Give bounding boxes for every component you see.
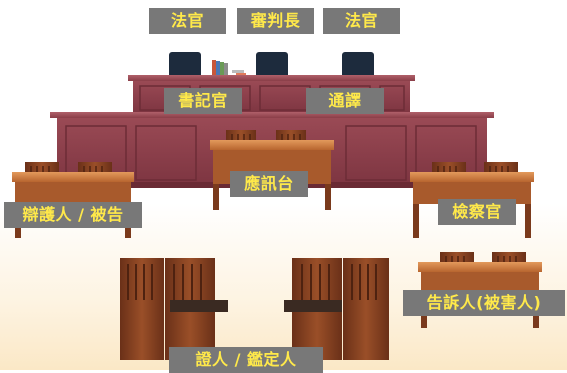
label-interpreter: 通譯	[306, 88, 384, 114]
label-witness-stand: 應訊台	[230, 171, 308, 197]
prosecutor-table	[410, 162, 534, 238]
label-clerk: 書記官	[164, 88, 242, 114]
label-judge-right: 法官	[323, 8, 400, 34]
label-complainant: 告訴人(被害人)	[403, 290, 565, 316]
label-presiding-judge: 審判長	[237, 8, 314, 34]
label-witness: 證人 / 鑑定人	[169, 347, 323, 373]
judge-chairs	[169, 52, 374, 78]
witness-chairs	[120, 258, 389, 360]
label-judge-left: 法官	[149, 8, 226, 34]
label-prosecutor: 檢察官	[438, 199, 516, 225]
books-icon	[212, 60, 246, 77]
witness-stand	[210, 130, 334, 210]
label-defense: 辯護人 / 被告	[4, 202, 142, 228]
